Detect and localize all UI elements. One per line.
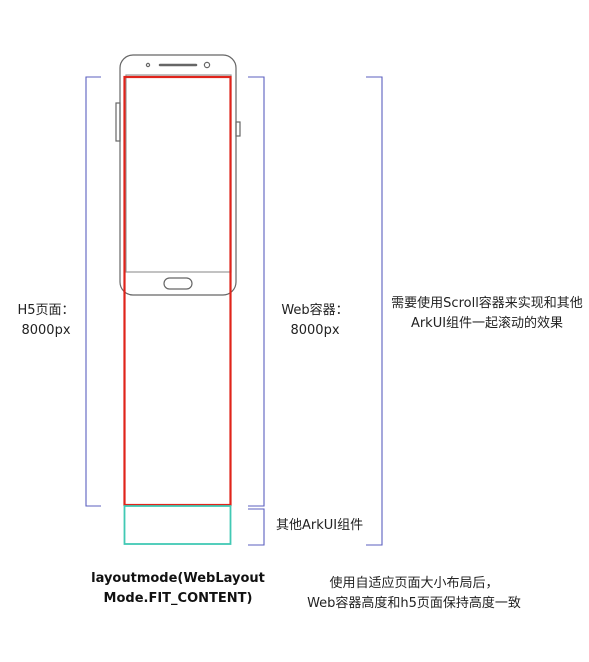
scroll-note-line2: ArkUI组件一起滚动的效果 (410, 316, 564, 331)
phone-side-button-right (235, 121, 241, 137)
web-container-label: Web容器： 8000px (276, 301, 354, 341)
web-container-outline (123, 75, 232, 507)
h5-page-size: 8000px (21, 323, 71, 338)
phone-camera (203, 61, 211, 69)
web-container-title: Web容器： (281, 303, 349, 318)
phone-sensor (145, 62, 151, 68)
scroll-note-line1: 需要使用Scroll容器来实现和其他 (391, 296, 583, 311)
layout-mode-line2: Mode.FIT_CONTENT) (103, 591, 253, 606)
result-caption: 使用自适应页面大小布局后， Web容器高度和h5页面保持高度一致 (296, 574, 532, 614)
layout-mode-line1: layoutmode(WebLayout (91, 571, 265, 586)
arkui-component-bracket (248, 508, 265, 546)
result-line2: Web容器高度和h5页面保持高度一致 (307, 596, 521, 611)
h5-page-title: H5页面： (17, 303, 75, 318)
arkui-component-outline (123, 505, 232, 545)
phone-home-button (163, 277, 193, 290)
h5-page-label: H5页面： 8000px (8, 301, 84, 341)
web-container-size: 8000px (290, 323, 340, 338)
result-line1: 使用自适应页面大小布局后， (329, 576, 499, 591)
phone-illustration (115, 54, 241, 296)
other-components-label: 其他ArkUI组件 (276, 518, 364, 533)
h5-page-bracket (85, 76, 101, 507)
web-container-bracket (248, 76, 265, 507)
phone-body (119, 54, 237, 296)
layout-mode-caption: layoutmode(WebLayout Mode.FIT_CONTENT) (80, 569, 276, 609)
phone-side-button-left (115, 102, 121, 142)
scroll-note: 需要使用Scroll容器来实现和其他 ArkUI组件一起滚动的效果 (385, 294, 589, 334)
scroll-bracket (366, 76, 383, 546)
phone-screen (125, 74, 232, 273)
